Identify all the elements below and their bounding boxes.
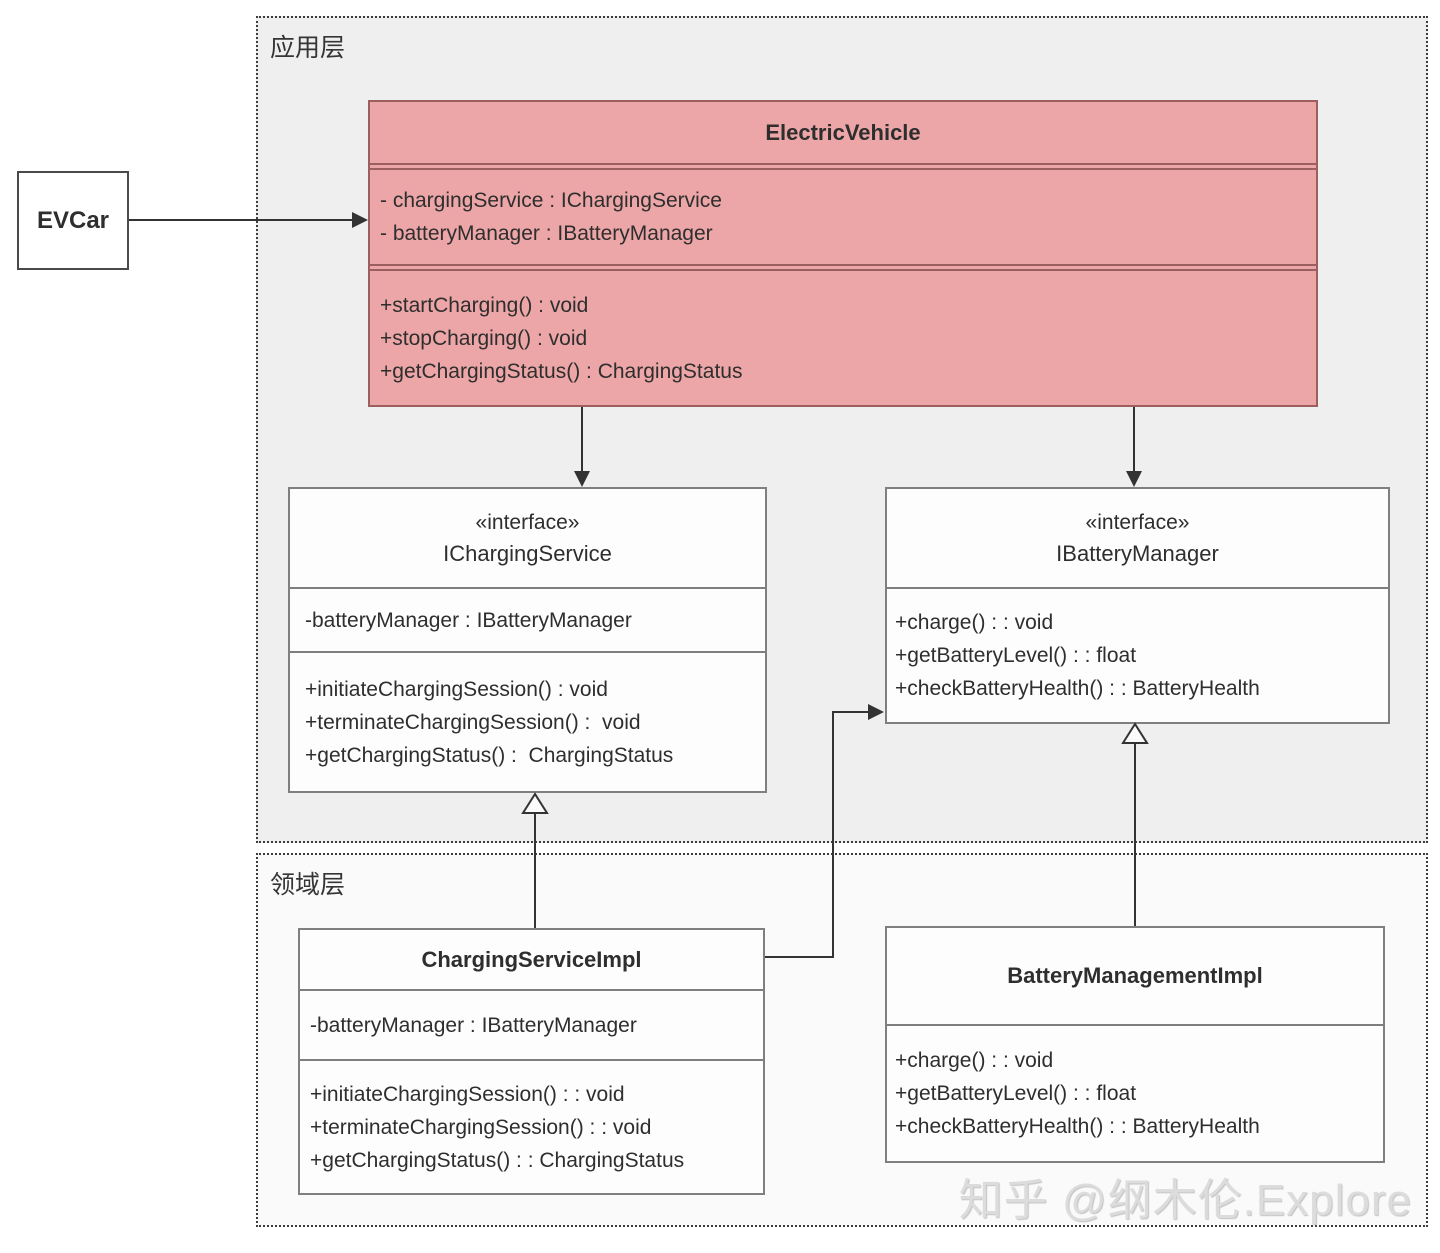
ichargingservice-attributes: -batteryManager : IBatteryManager [290, 589, 765, 653]
application-layer-label: 应用层 [270, 34, 346, 62]
method-line: +getBatteryLevel() : : float [895, 644, 1137, 667]
method-line: +getBatteryLevel() : : float [895, 1082, 1137, 1105]
method-line: +initiateChargingSession() : : void [310, 1082, 625, 1106]
electricvehicle-attributes: - chargingService : IChargingService - b… [370, 170, 1316, 266]
method-line: +getChargingStatus() : : ChargingStatus [310, 1148, 685, 1172]
evcar-label: EVCar [36, 206, 110, 234]
class-evcar: EVCar [17, 171, 129, 270]
attribute-line: - chargingService : IChargingService [380, 189, 722, 212]
interface-ibatterymanager: «interface» IBatteryManager +charge() : … [885, 487, 1390, 724]
double-line-gap [370, 266, 1316, 271]
ibatterymanager-name: IBatteryManager [1056, 541, 1219, 566]
ibatterymanager-title: «interface» IBatteryManager [887, 489, 1388, 589]
domain-layer-label: 领域层 [270, 871, 346, 899]
method-line: +getChargingStatus() : ChargingStatus [305, 743, 674, 767]
double-line-gap [370, 165, 1316, 170]
ichargingservice-title: «interface» IChargingService [290, 489, 765, 589]
method-line: +terminateChargingSession() : : void [310, 1115, 652, 1139]
method-line: +getChargingStatus() : ChargingStatus [380, 359, 743, 383]
method-line: +startCharging() : void [380, 293, 589, 317]
chargingserviceimpl-name: ChargingServiceImpl [421, 946, 642, 972]
method-line: +charge() : : void [895, 1049, 1054, 1072]
method-line: +checkBatteryHealth() : : BatteryHealth [895, 677, 1260, 700]
attribute-line: -batteryManager : IBatteryManager [305, 608, 632, 632]
attribute-line: -batteryManager : IBatteryManager [310, 1013, 637, 1037]
electricvehicle-title: ElectricVehicle [370, 102, 1316, 165]
method-line: +terminateChargingSession() : void [305, 710, 641, 734]
chargingserviceimpl-attributes: -batteryManager : IBatteryManager [300, 991, 763, 1061]
ichargingservice-methods: +initiateChargingSession() : void +termi… [290, 653, 765, 791]
method-line: +checkBatteryHealth() : : BatteryHealth [895, 1115, 1260, 1138]
batterymanagementimpl-name: BatteryManagementImpl [1007, 963, 1263, 988]
electricvehicle-name: ElectricVehicle [765, 119, 921, 145]
chargingserviceimpl-methods: +initiateChargingSession() : : void +ter… [300, 1061, 763, 1193]
interface-stereotype: «interface» [1085, 511, 1190, 534]
attribute-line: - batteryManager : IBatteryManager [380, 222, 713, 245]
interface-ichargingservice: «interface» IChargingService -batteryMan… [288, 487, 767, 793]
class-electricvehicle: ElectricVehicle - chargingService : ICha… [368, 100, 1318, 407]
ichargingservice-name: IChargingService [443, 541, 612, 566]
batterymanagementimpl-methods: +charge() : : void +getBatteryLevel() : … [887, 1026, 1383, 1161]
method-line: +charge() : : void [895, 611, 1054, 634]
ibatterymanager-methods: +charge() : : void +getBatteryLevel() : … [887, 589, 1388, 722]
interface-stereotype: «interface» [475, 511, 580, 534]
electricvehicle-methods: +startCharging() : void +stopCharging() … [370, 271, 1316, 405]
method-line: +stopCharging() : void [380, 326, 588, 350]
method-line: +initiateChargingSession() : void [305, 677, 608, 701]
watermark: 知乎 @纲木伦.Explore [958, 1176, 1412, 1225]
class-chargingserviceimpl: ChargingServiceImpl -batteryManager : IB… [298, 928, 765, 1195]
class-batterymanagementimpl: BatteryManagementImpl +charge() : : void… [885, 926, 1385, 1163]
batterymanagementimpl-title: BatteryManagementImpl [887, 928, 1383, 1026]
chargingserviceimpl-title: ChargingServiceImpl [300, 930, 763, 991]
